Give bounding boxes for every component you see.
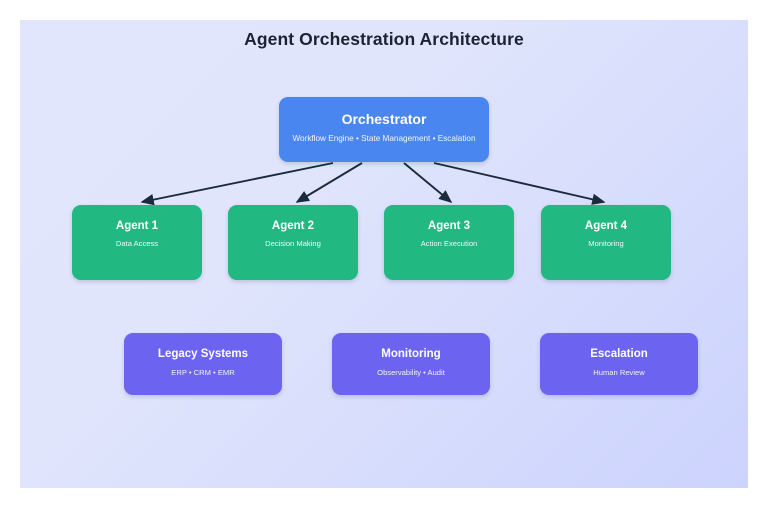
node-title: Orchestrator — [341, 111, 427, 127]
node-legacy-systems[interactable]: Legacy Systems ERP • CRM • EMR — [124, 333, 282, 395]
node-subtitle: Action Execution — [420, 238, 478, 248]
node-subtitle: Data Access — [115, 238, 159, 248]
node-title: Escalation — [590, 348, 648, 360]
node-subtitle: Observability • Audit — [377, 367, 445, 377]
node-title: Agent 4 — [584, 220, 628, 232]
node-title: Agent 2 — [271, 220, 315, 232]
node-orchestrator[interactable]: Orchestrator Workflow Engine • State Man… — [279, 97, 489, 162]
node-subtitle: Human Review — [593, 367, 645, 377]
node-subtitle: ERP • CRM • EMR — [171, 367, 235, 377]
node-title: Agent 3 — [427, 220, 471, 232]
node-title: Monitoring — [381, 348, 441, 360]
node-title: Legacy Systems — [157, 348, 249, 360]
node-subtitle: Workflow Engine • State Management • Esc… — [292, 134, 476, 144]
node-title: Agent 1 — [115, 220, 159, 232]
node-agent-4[interactable]: Agent 4 Monitoring — [541, 205, 671, 280]
node-agent-3[interactable]: Agent 3 Action Execution — [384, 205, 514, 280]
node-monitoring[interactable]: Monitoring Observability • Audit — [332, 333, 490, 395]
node-agent-1[interactable]: Agent 1 Data Access — [72, 205, 202, 280]
node-agent-2[interactable]: Agent 2 Decision Making — [228, 205, 358, 280]
page-title: Agent Orchestration Architecture — [244, 29, 524, 49]
node-escalation[interactable]: Escalation Human Review — [540, 333, 698, 395]
node-subtitle: Monitoring — [588, 238, 624, 248]
node-subtitle: Decision Making — [265, 238, 321, 248]
